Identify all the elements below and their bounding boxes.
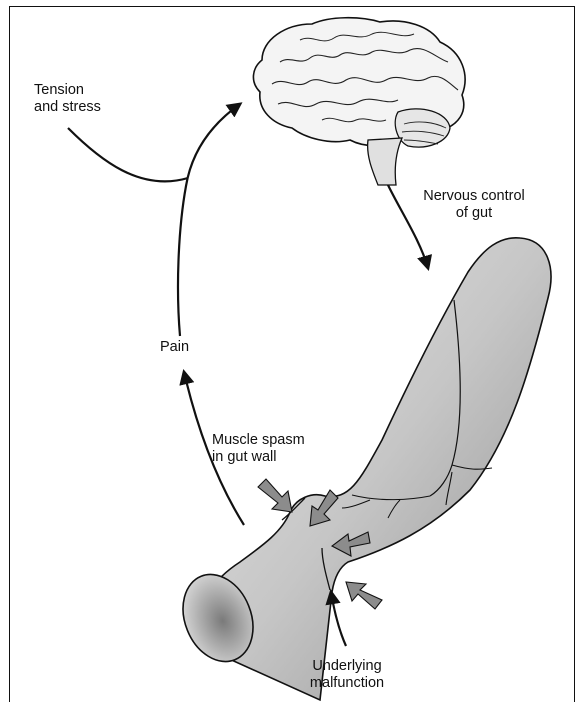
pain-label: Pain (160, 339, 189, 356)
underlying-arrow (331, 592, 346, 646)
muscle-spasm-label: Muscle spasm in gut wall (212, 432, 305, 466)
spasm-arrow-1 (258, 479, 292, 512)
underlying-label-line1: Underlying (304, 658, 390, 675)
tension-label: Tension and stress (34, 82, 101, 116)
underlying-label-line2: malfunction (304, 675, 390, 692)
tension-arrow (68, 128, 188, 181)
pain-label-text: Pain (160, 339, 189, 355)
brain-icon (253, 18, 465, 185)
tension-label-line2: and stress (34, 99, 101, 116)
nervous-label-line2: of gut (408, 205, 540, 222)
spasm-arrow-4 (346, 582, 382, 609)
spasm-label-line2: in gut wall (212, 449, 305, 466)
intestine-icon (171, 238, 551, 700)
tension-label-line1: Tension (34, 82, 101, 99)
nervous-label-line1: Nervous control (408, 188, 540, 205)
underlying-malfunction-label: Underlying malfunction (304, 658, 390, 692)
nervous-control-label: Nervous control of gut (408, 188, 540, 222)
spasm-label-line1: Muscle spasm (212, 432, 305, 449)
pain-arrow-upper (178, 104, 240, 336)
